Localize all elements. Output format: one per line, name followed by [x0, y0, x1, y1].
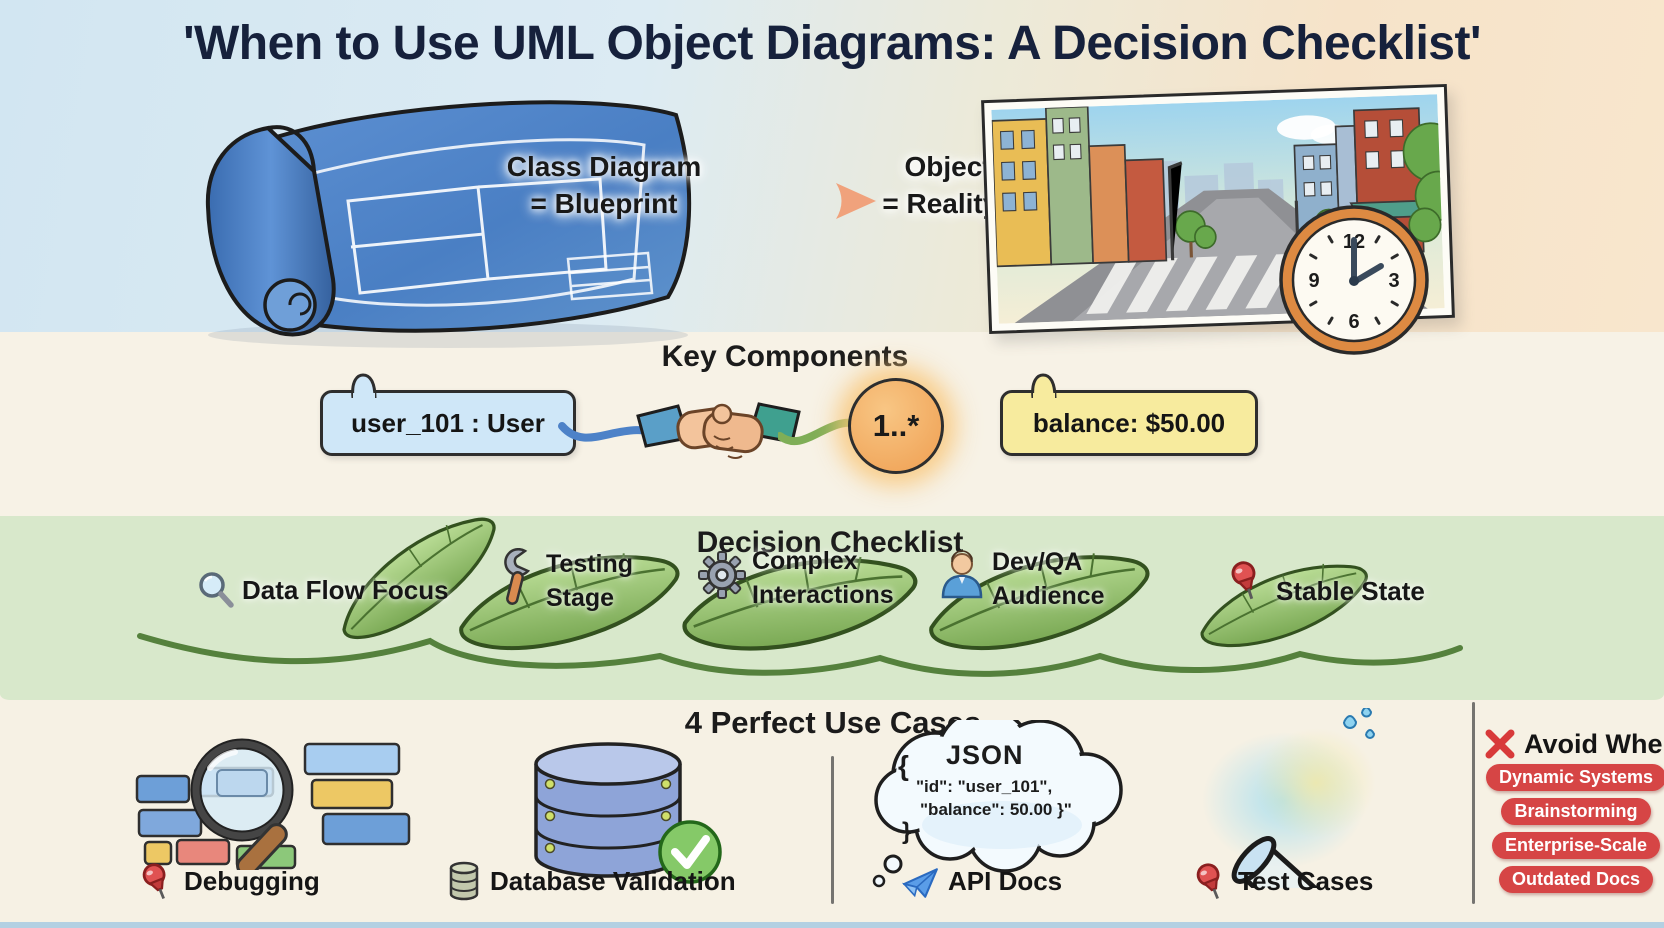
checklist-item-data-flow: Data Flow Focus: [242, 575, 449, 605]
clock-illustration: 12 3 6 9: [1279, 205, 1429, 355]
decision-checklist-heading: Decision Checklist: [696, 526, 964, 559]
use-case-label-database-validation: Database Validation: [490, 866, 736, 896]
checklist-item-testing-line2: Stage: [546, 584, 615, 612]
checklist-item-complex-line2: Interactions: [752, 581, 894, 609]
clock-number-3: 3: [1388, 270, 1399, 292]
wrench-icon: [504, 548, 531, 605]
pushpin-icon: [1231, 561, 1256, 600]
vine-stem: [137, 633, 1463, 677]
json-line1: "id": "user_101",: [916, 777, 1053, 796]
test-tube-illustration: [1202, 708, 1376, 888]
gear-icon: [698, 551, 746, 599]
avoid-badge-enterprise-scale: Enterprise-Scale: [1491, 832, 1661, 859]
vine-with-leaves: [137, 516, 1463, 677]
x-mark-icon: [1485, 729, 1515, 759]
section-divider: [831, 756, 834, 904]
splash-drops: [1343, 708, 1376, 739]
key-components-heading: Key Components: [661, 340, 909, 373]
avoid-badge-brainstorming: Brainstorming: [1501, 798, 1651, 825]
json-cloud-illustration: [872, 720, 1123, 888]
object-name-text: user_101 : User: [351, 407, 545, 438]
class-diagram-label-line2: = Blueprint: [530, 188, 678, 219]
avoid-badge-outdated-docs: Outdated Docs: [1498, 866, 1653, 893]
avoid-badge-dynamic-systems: Dynamic Systems: [1485, 764, 1664, 791]
database-icon: [449, 861, 479, 901]
clock-number-6: 6: [1348, 311, 1359, 333]
database-validation-illustration: [534, 742, 722, 884]
object-name-box: user_101 : User: [320, 373, 576, 456]
pushpin-icon: [1196, 863, 1220, 900]
multiplicity-badge: 1..*: [848, 378, 944, 474]
multiplicity-text: 1..*: [872, 408, 920, 443]
use-case-label-test-cases: Test Cases: [1238, 866, 1374, 896]
clock-number-9: 9: [1308, 270, 1319, 292]
checklist-item-devqa-line2: Audience: [992, 582, 1105, 610]
handshake-icon: [636, 402, 801, 459]
checklist-item-stable-state: Stable State: [1276, 576, 1425, 606]
page-title: 'When to Use UML Object Diagrams: A Deci…: [183, 17, 1481, 70]
bottom-edge-strip: [0, 922, 1664, 928]
magnifier-icon: [199, 572, 234, 608]
section-divider: [1472, 702, 1475, 904]
blueprint-illustration: [205, 100, 692, 348]
class-diagram-label: Class Diagram = Blueprint: [468, 148, 740, 222]
debugging-illustration: [135, 738, 411, 870]
json-open-brace: {: [898, 750, 909, 781]
attribute-text: balance: $50.00: [1032, 407, 1226, 438]
bubble-tail: [351, 373, 377, 398]
bubble-tail: [1031, 373, 1057, 398]
arrow-icon: [752, 183, 876, 219]
paper-plane-icon: [902, 868, 938, 898]
class-diagram-label-line1: Class Diagram: [506, 151, 702, 182]
checklist-item-complex-line1: Complex: [752, 547, 858, 575]
json-line2: "balance": 50.00 }": [920, 800, 1072, 819]
checklist-item-devqa-line1: Dev/QA: [992, 548, 1083, 576]
json-close-brace: }: [902, 818, 912, 845]
avoid-when-heading: Avoid When:: [1524, 729, 1664, 759]
checklist-item-testing-line1: Testing: [546, 550, 634, 578]
use-case-label-debugging: Debugging: [184, 866, 320, 896]
json-title: JSON: [946, 740, 1024, 770]
city-photo-illustration: [981, 83, 1455, 335]
pushpin-icon: [142, 863, 166, 900]
avoid-when-badge-list: Dynamic Systems Brainstorming Enterprise…: [1485, 764, 1664, 893]
use-case-label-api-docs: API Docs: [948, 866, 1063, 896]
person-icon: [941, 550, 983, 599]
attribute-box: balance: $50.00: [1000, 373, 1258, 456]
